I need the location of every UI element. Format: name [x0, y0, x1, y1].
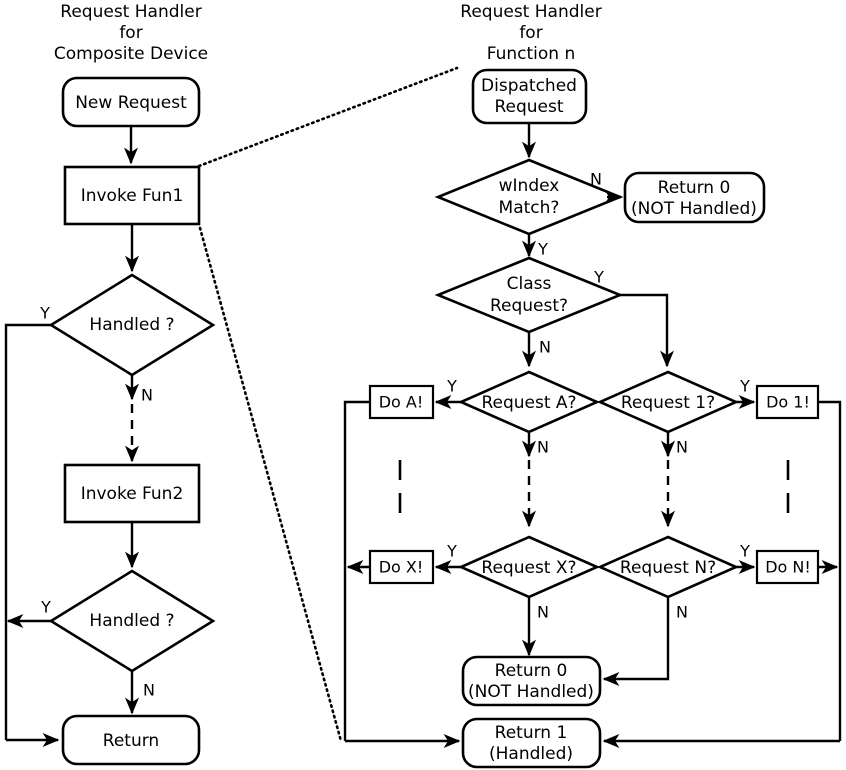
node-class-request-label1: Class	[507, 274, 552, 294]
edge-label-reqx-yes: Y	[446, 542, 457, 561]
callout-line-bottom	[198, 226, 343, 743]
node-new-request-label: New Request	[75, 93, 187, 113]
node-dispatched-request-label2: Request	[494, 97, 563, 117]
node-invoke-fun2[interactable]	[63, 463, 201, 524]
node-return0-bottom-label2: (NOT Handled)	[468, 682, 594, 702]
node-do-x[interactable]	[368, 549, 435, 585]
edge-label-reqn-yes: Y	[739, 542, 750, 561]
edge-label-reqn-no: N	[676, 603, 688, 622]
node-do-1-label: Do 1!	[766, 393, 810, 412]
edge-label-class-yes: Y	[593, 268, 604, 287]
node-do-n[interactable]	[755, 549, 820, 585]
edge-label-req1-yes: Y	[739, 377, 750, 396]
edge-label-handled2-no: N	[143, 681, 155, 700]
right-title-line2: for	[519, 23, 542, 43]
node-do-x-label: Do X!	[379, 558, 424, 577]
node-return0-top-label1: Return 0	[658, 178, 731, 198]
node-do-1[interactable]	[755, 384, 820, 420]
node-do-a-label: Do A!	[379, 393, 424, 412]
edge-label-req1-no: N	[676, 438, 688, 457]
node-request-a-label: Request A?	[481, 393, 576, 413]
node-request-n-label: Request N?	[620, 558, 716, 578]
left-title-line2: for	[119, 23, 142, 43]
node-return1-bottom-label1: Return 1	[495, 723, 568, 743]
node-request-1-label: Request 1?	[621, 393, 715, 413]
edge-label-windex-yes: Y	[537, 240, 548, 259]
edge-label-handled1-yes: Y	[39, 304, 50, 323]
node-return1-bottom[interactable]	[461, 717, 602, 769]
node-return0-bottom-label1: Return 0	[495, 661, 568, 681]
right-title-line3: Function n	[487, 44, 576, 64]
edge-label-handled1-no: N	[141, 386, 153, 405]
edge-label-reqx-no: N	[537, 603, 549, 622]
edge-label-windex-no: N	[590, 170, 602, 189]
edge-label-class-no: N	[539, 338, 551, 357]
left-title-line3: Composite Device	[54, 44, 208, 64]
edge-doa-to-left-rail	[343, 400, 370, 741]
edge-label-reqa-yes: Y	[446, 377, 457, 396]
right-title-line1: Request Handler	[460, 2, 601, 22]
node-do-n-label: Do N!	[765, 558, 811, 577]
node-dispatched-request-label1: Dispatched	[481, 76, 577, 96]
node-return1-bottom-label2: (Handled)	[489, 744, 573, 764]
callout-line-top	[197, 66, 459, 168]
edge-do1-to-right-rail	[818, 400, 842, 741]
node-return0-top[interactable]	[623, 171, 766, 224]
node-invoke-fun2-label: Invoke Fun2	[81, 484, 184, 504]
node-do-a[interactable]	[368, 384, 435, 420]
node-invoke-fun1-label: Invoke Fun1	[81, 186, 184, 206]
left-title-line1: Request Handler	[60, 2, 201, 22]
edge-label-handled2-yes: Y	[40, 598, 51, 617]
edge-reqn-no	[602, 597, 670, 686]
node-return0-bottom[interactable]	[461, 655, 602, 707]
node-class-request-label2: Request?	[490, 296, 568, 316]
node-handled-2-label: Handled ?	[89, 611, 174, 631]
node-return[interactable]	[61, 714, 201, 766]
node-invoke-fun1[interactable]	[63, 165, 201, 226]
node-handled-1-label: Handled ?	[89, 315, 174, 335]
node-windex-match-label2: Match?	[499, 198, 560, 218]
node-return-label: Return	[103, 731, 159, 751]
edge-class-yes	[620, 293, 674, 368]
edge-label-reqa-no: N	[537, 438, 549, 457]
node-return0-top-label2: (NOT Handled)	[631, 199, 757, 219]
node-windex-match-label1: wIndex	[499, 176, 560, 196]
edge-handled1-yes-rail	[4, 323, 51, 740]
node-request-x-label: Request X?	[481, 558, 576, 578]
node-class-request[interactable]	[434, 256, 624, 334]
